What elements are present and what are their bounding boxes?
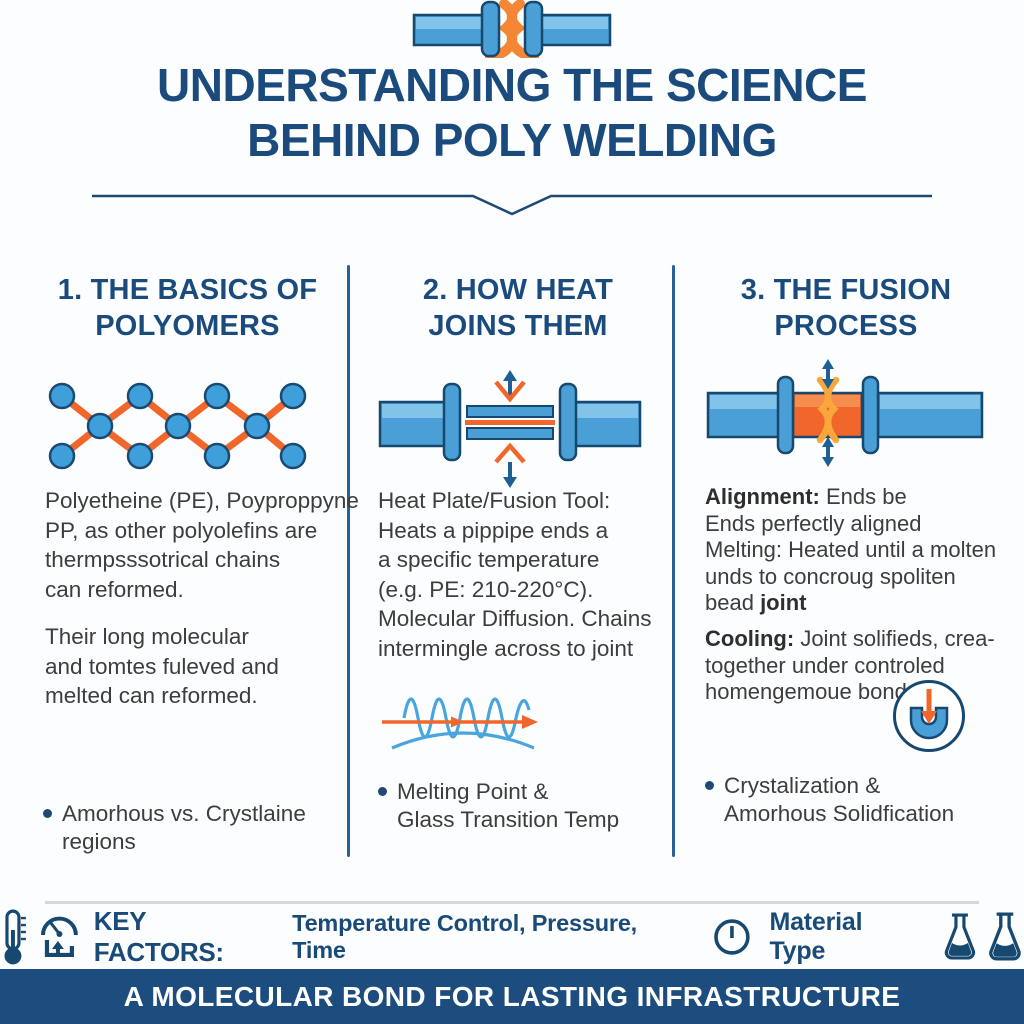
cooling-label: Cooling:	[705, 626, 795, 651]
footer-divider	[45, 901, 979, 904]
pipe-weld-icon	[412, 0, 612, 58]
column1-paragraph-1: Polyetheine (PE), Poyproppyne PP, as oth…	[45, 488, 359, 602]
column2-paragraph-1: Heat Plate/Fusion Tool: Heats a pippipe …	[378, 488, 611, 602]
column-divider	[347, 265, 350, 857]
column3-paragraph-alignment: Alignment: Ends be Ends perfectly aligne…	[705, 484, 997, 615]
bottom-tagline-bar: A MOLECULAR BOND FOR LASTING INFRASTRUCT…	[0, 969, 1024, 1024]
column2-bullet: Melting Point & Glass Transition Temp	[378, 778, 619, 834]
fusion-joint-icon	[706, 359, 984, 467]
column3-paragraph-cooling: Cooling: Joint solifieds, crea- together…	[705, 626, 995, 704]
flask-icon	[989, 912, 1021, 961]
column3-heading: 3. THE FUSION PROCESS	[740, 274, 952, 342]
key-factors-text: Temperature Control, Pressure, Time	[292, 910, 638, 963]
column2-paragraph-2: Molecular Diffusion. Chains intermingle …	[378, 606, 652, 661]
key-factors-bar: KEY FACTORS: Temperature Control, Pressu…	[0, 906, 1024, 968]
joint-bold: joint	[760, 590, 807, 615]
column1-heading: 1. THE BASICS OF POLYOMERS	[57, 274, 318, 342]
alignment-label: Alignment:	[705, 484, 820, 509]
column-divider	[672, 265, 675, 857]
clock-icon	[713, 919, 750, 955]
title-divider	[92, 194, 932, 216]
thermometer-icon	[4, 909, 26, 965]
molecular-diffusion-wave-icon	[382, 697, 538, 750]
material-type-label: Material Type	[769, 908, 863, 965]
page-title: UNDERSTANDING THE SCIENCE BEHIND POLY WE…	[157, 59, 867, 166]
key-factors-label: KEY FACTORS:	[93, 906, 224, 967]
column3-bullet: Crystalization & Amorhous Solidfication	[705, 772, 954, 828]
polymer-chain-icon	[48, 382, 307, 470]
bullet-dot	[705, 781, 714, 790]
pressure-gauge-icon	[40, 916, 78, 958]
column1-bullet: Amorhous vs. Crystlaine regions	[43, 800, 306, 856]
cooling-mold-icon	[893, 680, 965, 752]
flask-icon	[945, 913, 976, 960]
bullet-dot	[43, 809, 52, 818]
column1-paragraph-2: Their long molecular and tomtes fuleved …	[45, 624, 279, 708]
column2-heading: 2. HOW HEAT JOINS THEM	[422, 274, 614, 342]
bullet-dot	[378, 787, 387, 796]
tagline-text: A MOLECULAR BOND FOR LASTING INFRASTRUCT…	[123, 980, 901, 1012]
heat-plate-fusion-tool-icon	[378, 370, 642, 488]
